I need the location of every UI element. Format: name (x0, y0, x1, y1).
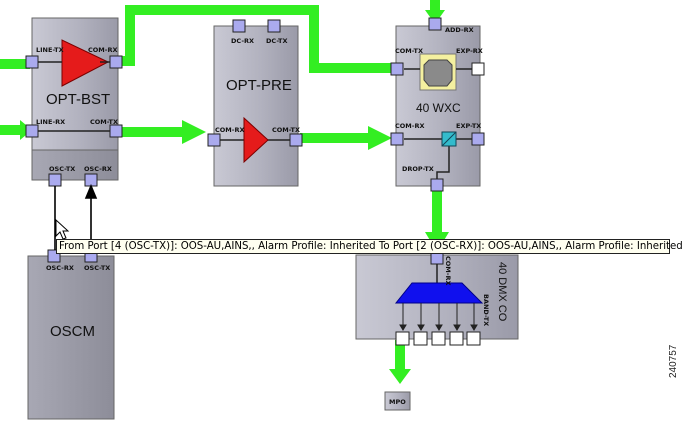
port-band-tx-5[interactable] (466, 331, 481, 346)
demux-outputs (399, 303, 478, 331)
module-body (213, 25, 299, 187)
mpo-body (384, 391, 411, 411)
wavelength-switch-core (423, 59, 453, 87)
module-title: OPT-BST (46, 91, 110, 108)
port-label-drop-tx: DROP-TX (402, 165, 434, 173)
osc-arrowhead-up (84, 183, 98, 199)
port-label-add-rx: ADD-RX (445, 26, 474, 34)
port-label-line-tx: LINE-TX (36, 46, 64, 54)
figure-id: 240757 (668, 344, 679, 378)
module-title: OPT-PRE (226, 77, 292, 94)
port-label-exp-tx: EXP-TX (456, 122, 481, 130)
demux-icon (394, 282, 484, 304)
port-com-tx[interactable] (289, 133, 303, 147)
port-label-dc-rx: DC-RX (231, 37, 254, 45)
port-band-tx-1[interactable] (395, 331, 410, 346)
port-label-com-rx: COM-RX (215, 126, 244, 134)
arrowhead-to-pre (182, 120, 206, 144)
port-label-osc-tx: OSC-TX (84, 264, 110, 272)
arrowhead-add-rx (425, 10, 445, 24)
port-label-osc-tx: OSC-TX (49, 165, 75, 173)
port-dc-rx[interactable] (232, 19, 246, 33)
port-com-tx[interactable] (390, 62, 404, 76)
port-dc-tx[interactable] (267, 19, 281, 33)
module-title: 40 DMX CO (496, 262, 508, 322)
module-40-wxc[interactable]: ADD-RX COM-TX EXP-RX COM-RX EXP-TX DROP-… (390, 17, 485, 192)
internal-fiber (436, 146, 450, 180)
port-label-exp-rx: EXP-RX (456, 47, 483, 55)
amplifier-icon (61, 39, 110, 87)
module-base (31, 149, 119, 181)
port-label-com-rx: COM-RX (88, 46, 117, 54)
port-label-com-tx: COM-TX (395, 47, 423, 55)
port-exp-tx[interactable] (471, 132, 485, 146)
link-arrowheads (20, 10, 449, 384)
amplifier-icon (243, 116, 269, 164)
port-com-rx[interactable] (109, 55, 123, 69)
link-bst-to-wxc-top[interactable] (122, 5, 392, 73)
port-band-tx-4[interactable] (449, 331, 464, 346)
port-label-com-rx: COM-RX (395, 122, 424, 130)
module-40-dmx-co[interactable]: COM-RX BAND-TX 40 DMX CO (355, 251, 519, 346)
mouse-cursor-icon (55, 218, 70, 240)
port-tooltip: From Port [4 (OSC-TX)]: OOS-AU,AINS,, Al… (56, 239, 683, 254)
port-drop-tx[interactable] (430, 178, 444, 192)
port-add-rx[interactable] (428, 17, 442, 31)
port-label-dc-tx: DC-TX (266, 37, 288, 45)
port-osc-tx[interactable] (48, 173, 62, 187)
port-exp-rx[interactable] (471, 62, 485, 76)
arrowhead-to-mpo (389, 369, 411, 384)
module-title: 40 WXC (416, 101, 461, 115)
port-line-tx[interactable] (25, 55, 39, 69)
port-label-osc-rx: OSC-RX (46, 264, 74, 272)
module-mpo[interactable]: MPO (384, 391, 411, 411)
module-opt-bst[interactable]: LINE-TX COM-RX LINE-RX COM-TX OSC-TX OSC… (25, 17, 123, 187)
port-label-osc-rx: OSC-RX (84, 165, 112, 173)
port-label-com-tx: COM-TX (272, 126, 300, 134)
port-label-band-tx: BAND-TX (482, 294, 490, 326)
optical-links (0, 0, 442, 372)
module-oscm[interactable]: OSC-RX OSC-TX OSCM (27, 249, 115, 420)
module-body (27, 255, 115, 420)
module-opt-pre[interactable]: DC-RX DC-TX COM-RX COM-TX OPT-PRE (207, 19, 303, 187)
arrowhead-to-wxc (368, 126, 392, 150)
port-band-tx-3[interactable] (431, 331, 446, 346)
port-band-tx-2[interactable] (413, 331, 428, 346)
module-title: OSCM (50, 323, 95, 340)
port-com-rx[interactable] (207, 133, 221, 147)
port-label-com-rx: COM-RX (444, 256, 452, 285)
mpo-label: MPO (389, 398, 406, 406)
port-com-tx[interactable] (109, 124, 123, 138)
port-label-line-rx: LINE-RX (36, 118, 65, 126)
port-line-rx[interactable] (25, 124, 39, 138)
port-com-rx[interactable] (390, 132, 404, 146)
splitter-diagonal (441, 131, 457, 147)
port-label-com-tx: COM-TX (90, 118, 118, 126)
